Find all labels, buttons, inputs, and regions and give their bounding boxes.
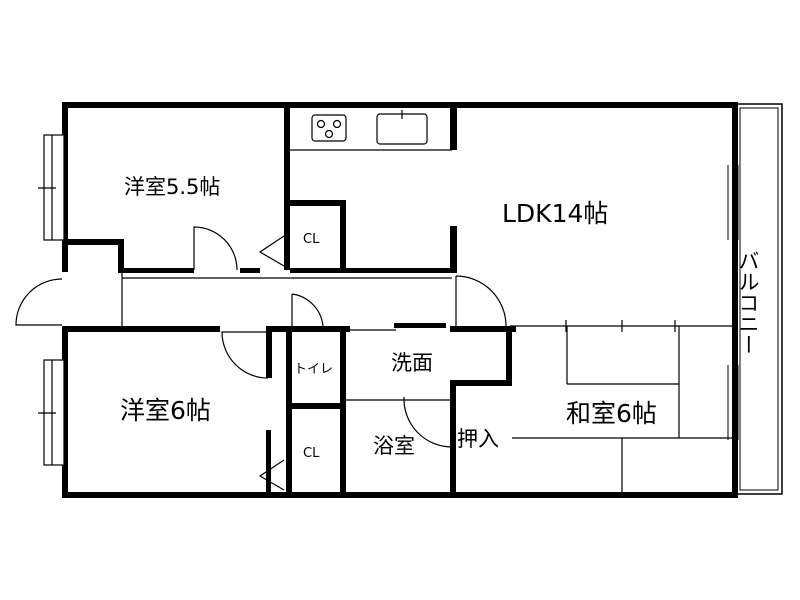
room-label-western-a: 洋室5.5帖 — [124, 175, 220, 199]
room-label-toilet: トイレ — [294, 362, 333, 377]
walls — [62, 102, 738, 498]
door-swings — [15, 226, 507, 448]
room-label-bath: 浴室 — [373, 434, 415, 458]
room-label-balcony: バルコニー — [736, 250, 760, 355]
room-label-ldk: LDK14帖 — [502, 199, 608, 228]
room-label-closet-b: CL — [303, 446, 320, 461]
stove-icon — [311, 114, 347, 142]
room-label-washroom: 洗面 — [391, 351, 433, 375]
room-label-storage: 押入 — [457, 427, 499, 451]
left-windows — [38, 134, 65, 466]
thin-lines — [121, 149, 732, 494]
closet-door-markers — [258, 235, 285, 491]
room-label-western-b: 洋室6帖 — [120, 396, 211, 425]
room-label-japanese: 和室6帖 — [566, 399, 657, 428]
kitchen — [311, 110, 428, 145]
room-label-closet-a: CL — [303, 232, 320, 247]
